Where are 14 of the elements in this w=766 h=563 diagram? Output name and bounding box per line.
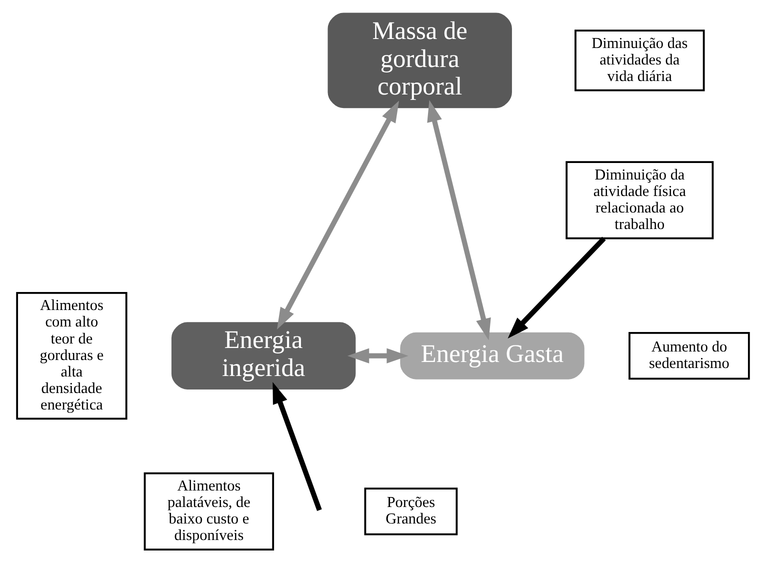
arrow (508, 236, 606, 338)
node-box: Porções Grandes (364, 488, 458, 536)
arrow (427, 100, 491, 340)
arrow (276, 100, 400, 330)
node-box: Diminuição das atividades da vida diária (574, 30, 705, 92)
node-box: Aumento do sedentarismo (628, 332, 750, 380)
node-box: Diminuição da atividade física relacionada ao trabalho (566, 161, 714, 240)
node-box: Energia ingerida (171, 322, 356, 390)
node-box: Energia Gasta (400, 332, 584, 380)
arrow (272, 382, 322, 512)
node-box: Alimentos com alto teor de gorduras e alta densidade energética (16, 292, 128, 420)
node-box: Massa de gordura corporal (328, 12, 512, 108)
node-box: Alimentos palatáveis, de baixo custo e disponíveis (144, 472, 274, 551)
arrow (347, 348, 408, 364)
